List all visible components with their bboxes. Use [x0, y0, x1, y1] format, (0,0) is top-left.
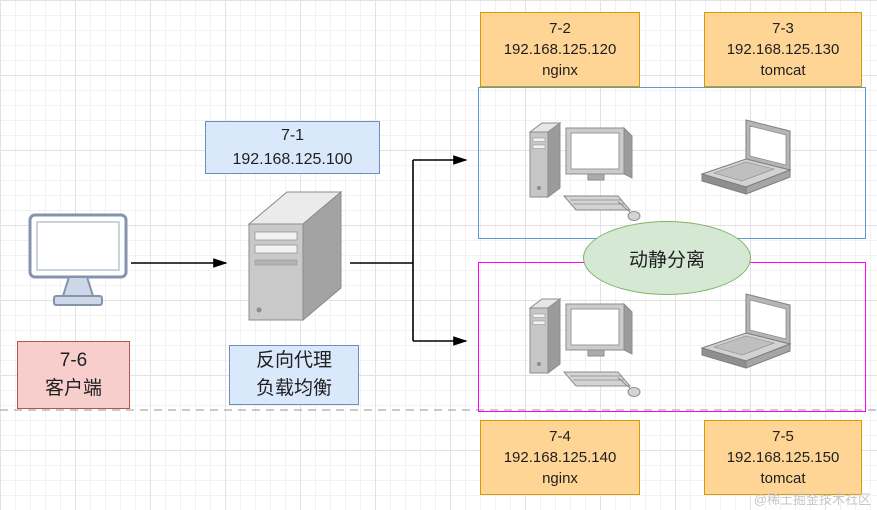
watermark-text: @稀土掘金技术社区 [753, 492, 871, 507]
node-service: tomcat [760, 470, 806, 487]
proxy-role-line2: 负载均衡 [255, 378, 332, 399]
node-id: 7-5 [772, 428, 794, 445]
desktop-computer-icon [518, 112, 643, 224]
node-id: 7-1 [280, 127, 305, 145]
proxy-role-box: 反向代理 负载均衡 [229, 345, 359, 405]
proxy-role-line1: 反向代理 [255, 349, 332, 371]
node-ip: 192.168.125.100 [232, 150, 353, 168]
separation-label: 动静分离 [628, 249, 705, 271]
node-7-5-box: 7-5 192.168.125.150 tomcat [704, 420, 862, 495]
node-id: 7-3 [772, 20, 794, 37]
node-7-2-box: 7-2 192.168.125.120 nginx [480, 12, 640, 87]
node-ip: 192.168.125.140 [503, 449, 617, 466]
desktop-computer-icon [518, 288, 643, 400]
connector-proxy-split [350, 160, 414, 341]
node-7-4-box: 7-4 192.168.125.140 nginx [480, 420, 640, 495]
client-label: 客户端 [44, 378, 102, 399]
node-ip: 192.168.125.150 [726, 449, 840, 466]
node-id: 7-2 [549, 20, 571, 37]
node-service: tomcat [760, 62, 806, 79]
node-7-3-box: 7-3 192.168.125.130 tomcat [704, 12, 862, 87]
node-ip: 192.168.125.120 [503, 41, 617, 58]
node-id: 7-6 [59, 349, 88, 371]
node-service: nginx [542, 62, 578, 79]
proxy-address-box: 7-1 192.168.125.100 [205, 121, 380, 174]
node-id: 7-4 [549, 428, 571, 445]
node-ip: 192.168.125.130 [726, 41, 840, 58]
laptop-icon [694, 118, 802, 206]
laptop-icon [694, 292, 802, 380]
client-monitor-icon [27, 212, 129, 310]
proxy-server-icon [237, 184, 349, 326]
separation-ellipse: 动静分离 [583, 221, 751, 295]
client-label-box: 7-6 客户端 [17, 341, 130, 409]
node-service: nginx [542, 470, 578, 487]
